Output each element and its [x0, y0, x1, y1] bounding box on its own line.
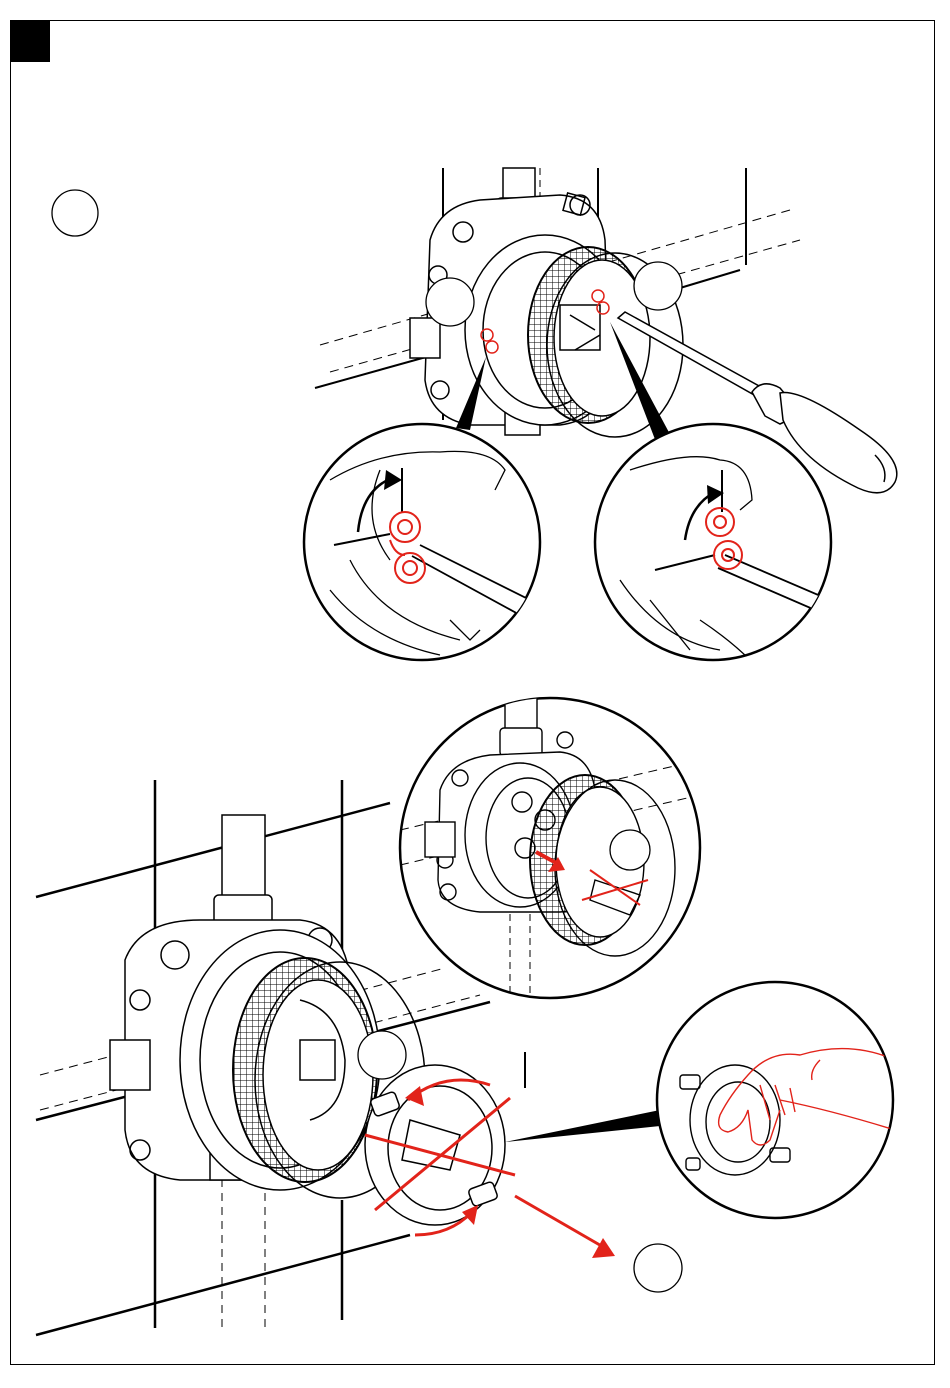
detail-cap-removal	[400, 698, 700, 1000]
callout-circle	[634, 262, 682, 310]
detail-loosen-right	[595, 424, 831, 660]
detail-pointer-hand	[505, 1110, 660, 1142]
callout-circle	[426, 278, 474, 326]
detail-hand-rotate	[657, 982, 895, 1218]
callout-circle	[52, 190, 98, 236]
red-arrow-remove	[515, 1196, 615, 1258]
callout-circle	[358, 1031, 406, 1079]
callout-circle	[634, 1244, 682, 1292]
top-valve-assembly	[315, 168, 800, 437]
detail-loosen-left	[304, 424, 540, 665]
